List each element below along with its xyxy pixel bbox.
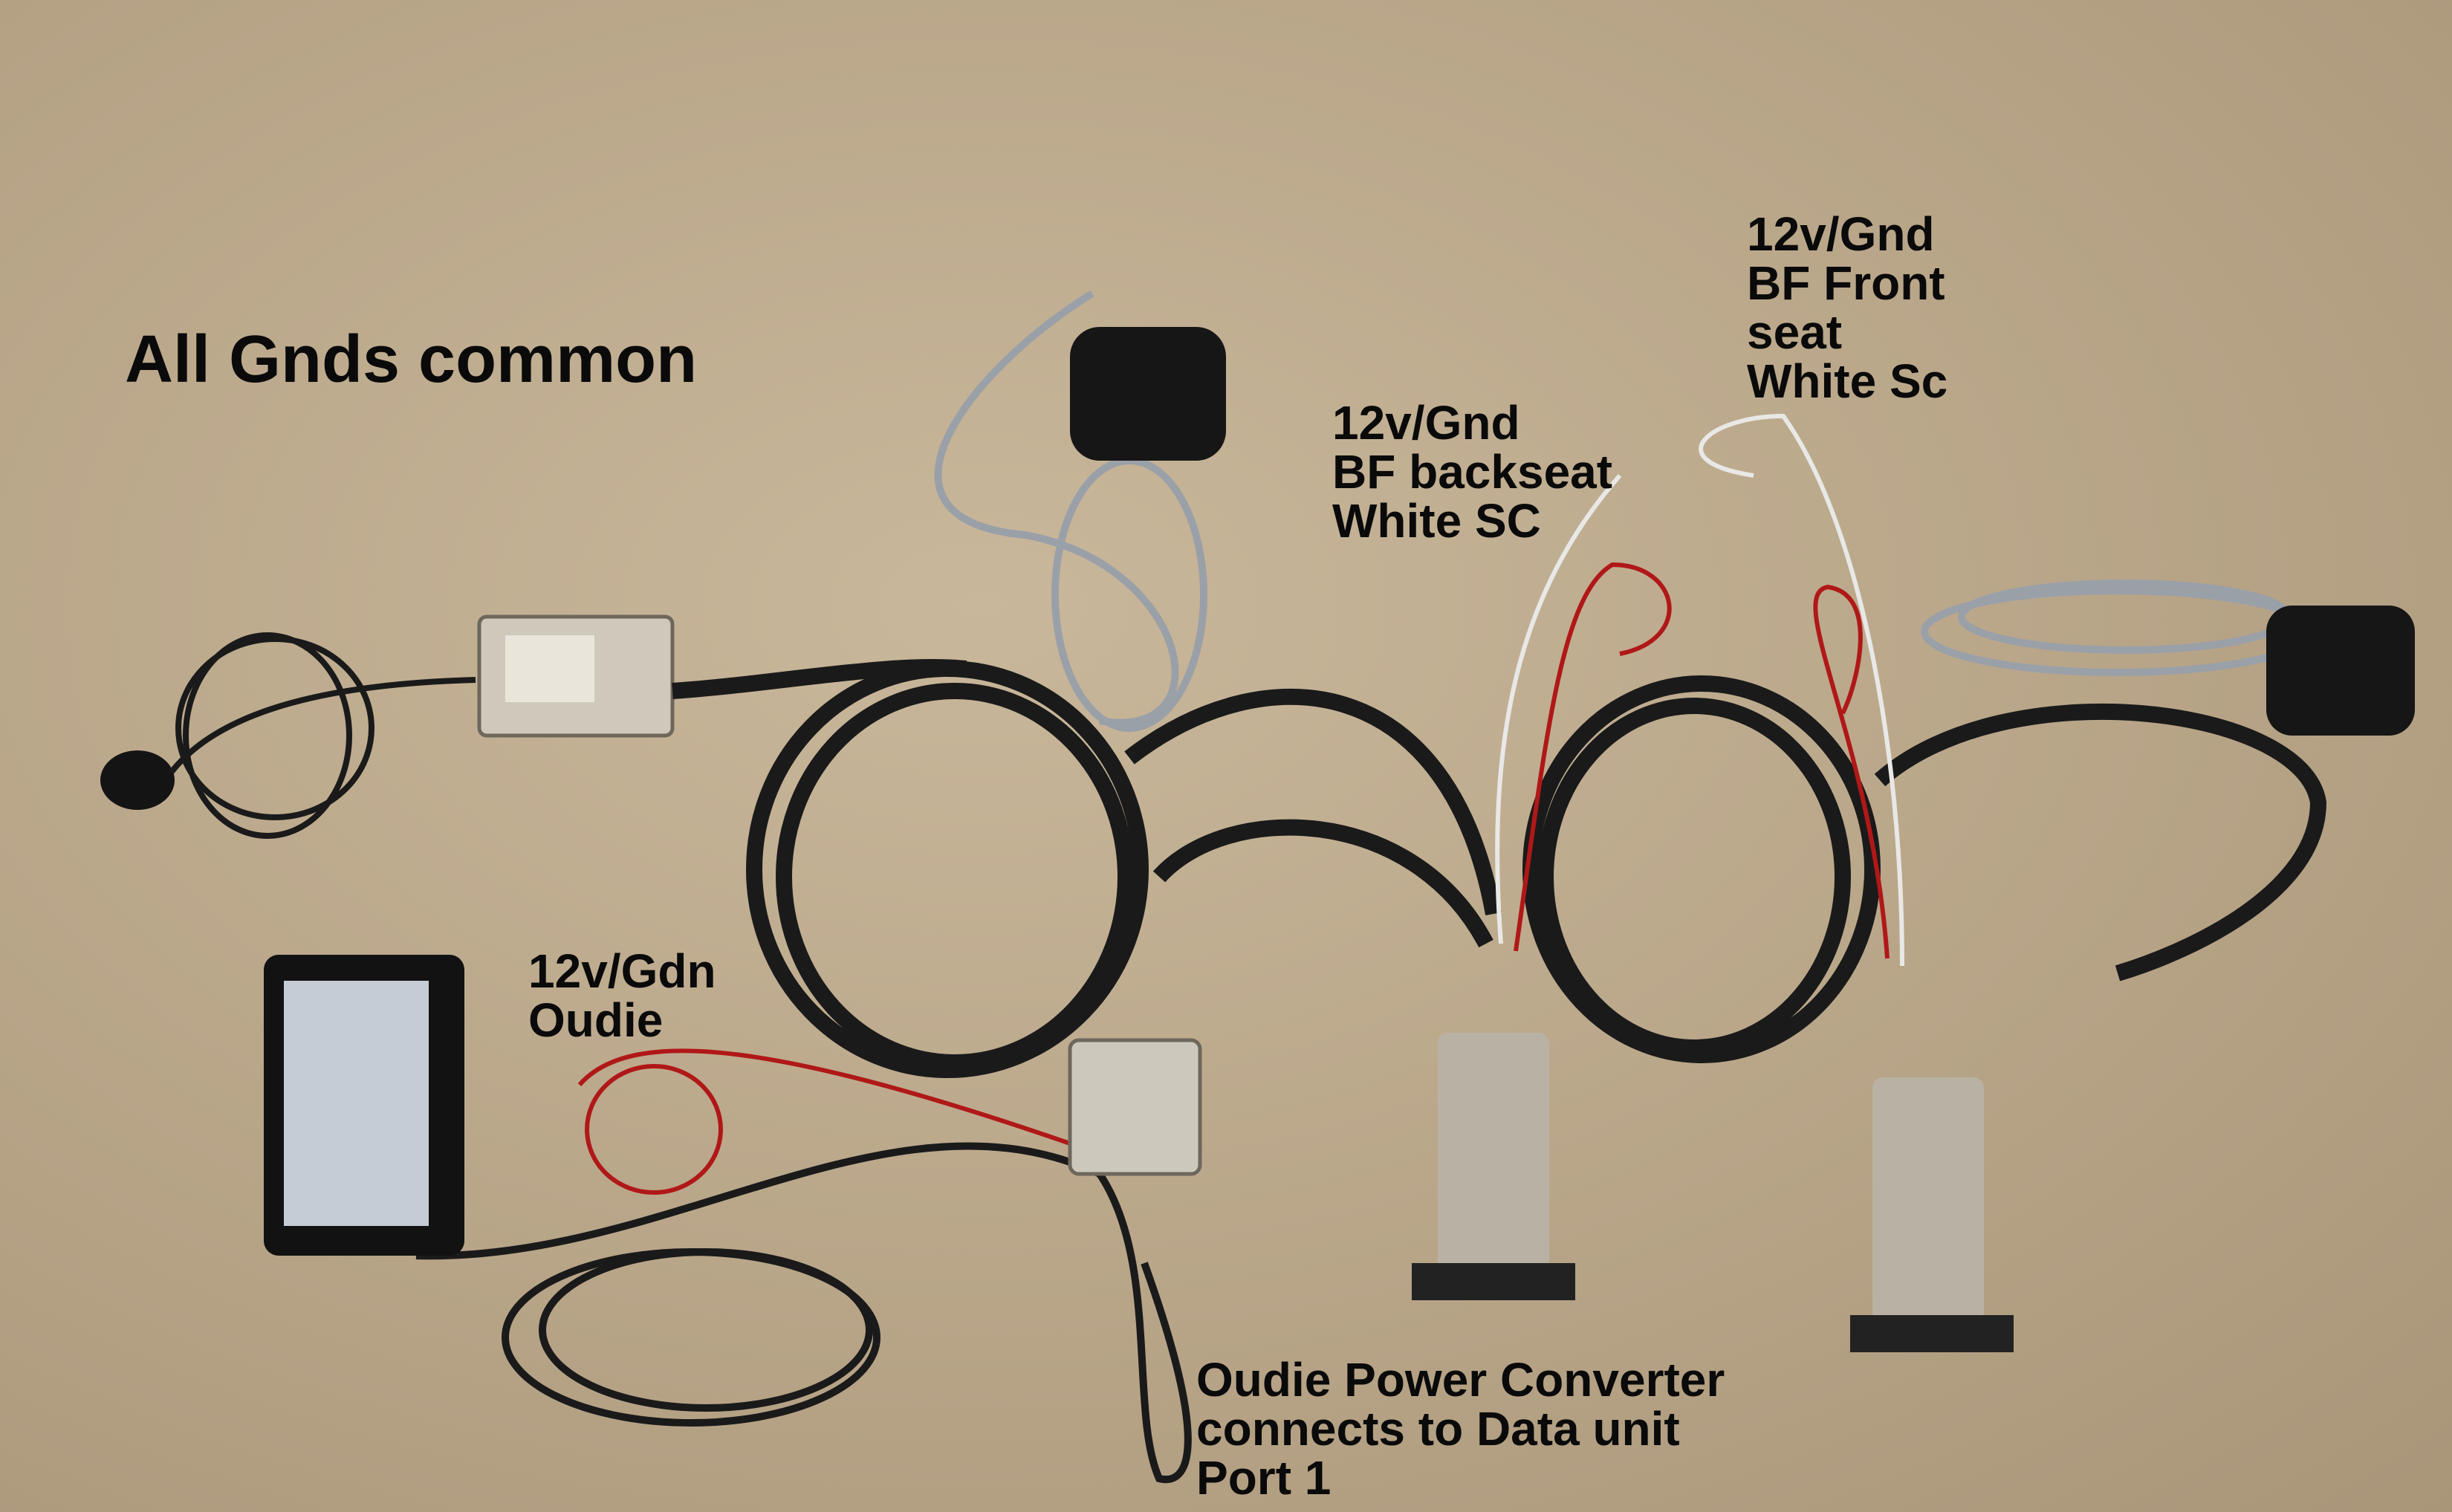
oudie-power-converter bbox=[1068, 1038, 1202, 1176]
antenna-cable-left bbox=[168, 632, 476, 839]
gps-antenna-right bbox=[2266, 606, 2415, 736]
annotation-power-converter: Oudie Power Converter connects to Data u… bbox=[1196, 1353, 1725, 1505]
vario-unit-right bbox=[1850, 1077, 2014, 1352]
gps-antenna-left bbox=[100, 750, 175, 810]
annotation-bf-frontseat: 12v/Gnd BF Front seat White Sc bbox=[1747, 207, 1948, 408]
annotation-oudie-power: 12v/Gdn Oudie bbox=[528, 944, 716, 1047]
oudie-screen bbox=[284, 981, 429, 1226]
vario-unit-left bbox=[1412, 1033, 1575, 1300]
annotation-all-gnds-common: All Gnds common bbox=[125, 322, 698, 397]
oudie-cable bbox=[415, 1142, 1192, 1484]
power-wires bbox=[577, 413, 1904, 1195]
annotation-bf-backseat: 12v/Gnd BF backseat White SC bbox=[1332, 396, 1613, 548]
gps-antenna-top bbox=[1070, 327, 1226, 461]
main-cable-coil bbox=[672, 658, 2327, 1078]
